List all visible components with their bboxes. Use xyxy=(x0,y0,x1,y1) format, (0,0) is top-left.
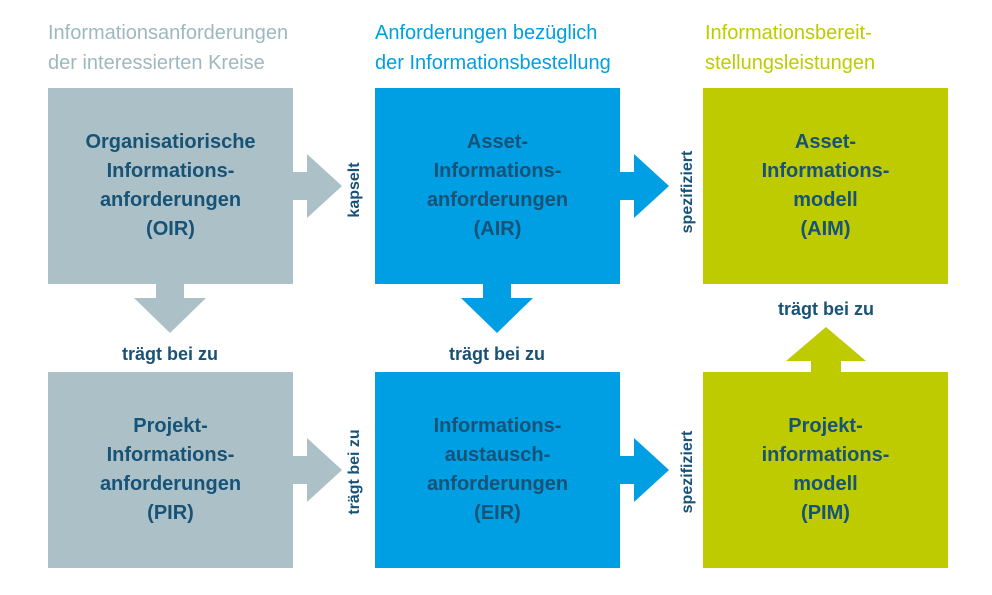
box-pim: Projekt- informations- modell (PIM) xyxy=(703,372,948,568)
arrow-head xyxy=(307,154,342,218)
column-header-ordering-requirements: Anforderungen bezüglich der Informations… xyxy=(375,22,611,74)
label-spezifiziert-bottom: spezifiziert xyxy=(679,430,696,514)
arrow-stem xyxy=(291,456,308,484)
arrow-head xyxy=(307,438,342,502)
box-eir: Informations- austausch- anforderungen (… xyxy=(375,372,620,568)
label-traegt-bei-zu-air-eir: trägt bei zu xyxy=(448,344,545,364)
arrow-head xyxy=(134,298,206,333)
column-header-stakeholder-requirements: Informationsanforderungen der interessie… xyxy=(48,22,289,74)
arrow-oir-to-air xyxy=(291,154,342,218)
box-air: Asset- Informations- anforderungen (AIR) xyxy=(375,88,620,284)
arrow-stem xyxy=(291,172,308,200)
arrow-air-to-aim xyxy=(618,154,669,218)
arrow-pim-to-aim xyxy=(786,327,866,373)
label-traegt-bei-zu-oir-pir: trägt bei zu xyxy=(121,344,218,364)
box-aim: Asset- Informations- modell (AIM) xyxy=(703,88,948,284)
label-traegt-bei-zu-rotated: trägt bei zu xyxy=(346,429,363,515)
label-spezifiziert-top: spezifiziert xyxy=(679,150,696,234)
arrow-head xyxy=(786,327,866,361)
box-oir: Organisatiorische Informations- anforder… xyxy=(48,88,293,284)
arrow-air-to-eir xyxy=(461,283,533,333)
column-header-delivery-results: Informationsbereit- stellungsleistungen xyxy=(705,22,876,74)
arrow-stem xyxy=(618,456,635,484)
arrow-stem xyxy=(156,283,184,299)
arrow-stem xyxy=(483,283,511,299)
arrow-oir-to-pir xyxy=(134,283,206,333)
label-traegt-bei-zu-pim-aim: trägt bei zu xyxy=(777,299,874,319)
arrow-eir-to-pim xyxy=(618,438,669,502)
arrow-stem xyxy=(618,172,635,200)
arrow-head xyxy=(634,154,669,218)
box-pir: Projekt- Informations- anforderungen (PI… xyxy=(48,372,293,568)
label-kapselt: kapselt xyxy=(346,162,363,218)
arrow-head xyxy=(461,298,533,333)
arrow-pir-to-eir xyxy=(291,438,342,502)
arrow-head xyxy=(634,438,669,502)
arrow-stem xyxy=(811,360,841,373)
